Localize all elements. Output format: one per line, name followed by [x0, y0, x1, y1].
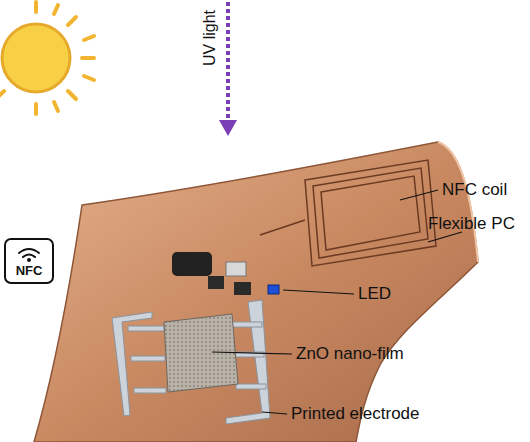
uv-arrow — [219, 2, 237, 136]
part-label: UV light — [200, 10, 220, 66]
nfc-coil — [260, 160, 436, 266]
part-label: ZnO nano-film — [296, 344, 404, 364]
nfc-icon: NFC — [4, 238, 54, 284]
printed-electrode — [112, 300, 270, 424]
part-label: Flexible PC — [428, 214, 515, 234]
leader-lines — [212, 190, 462, 414]
part-label: Printed electrode — [291, 404, 420, 424]
components — [172, 252, 279, 295]
part-label: NFC coil — [442, 180, 507, 200]
icon-text: NFC — [6, 263, 52, 278]
zno-film — [164, 314, 238, 392]
sun — [0, 2, 94, 114]
part-label: LED — [358, 284, 391, 304]
wifi-symbol — [9, 243, 49, 263]
flexible-pcb — [34, 142, 478, 442]
